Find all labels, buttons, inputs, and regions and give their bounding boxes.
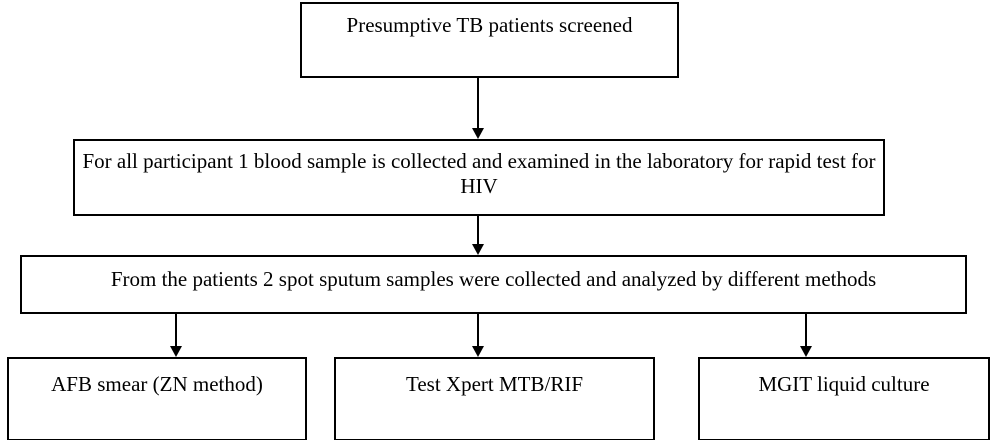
node-label-xpert: Test Xpert MTB/RIF: [405, 372, 584, 396]
arrow-stem: [477, 78, 479, 128]
node-label-screened: Presumptive TB patients screened: [346, 13, 633, 37]
down-arrow-icon: [472, 128, 484, 139]
down-arrow-icon: [472, 244, 484, 255]
flowchart-node-sputum: From the patients 2 spot sputum samples …: [20, 255, 967, 314]
flowchart-node-afb-smear: AFB smear (ZN method): [7, 357, 307, 440]
flowchart-node-screened: Presumptive TB patients screened: [300, 2, 679, 78]
node-label-sputum: From the patients 2 spot sputum samples …: [110, 267, 877, 291]
node-label-blood-hiv: For all participant 1 blood sample is co…: [82, 149, 876, 198]
down-arrow-icon: [800, 346, 812, 357]
node-label-afb-smear: AFB smear (ZN method): [51, 372, 263, 396]
flowchart-node-mgit: MGIT liquid culture: [698, 357, 990, 440]
down-arrow-icon: [472, 346, 484, 357]
flowchart-node-blood-hiv: For all participant 1 blood sample is co…: [73, 139, 885, 216]
down-arrow-icon: [170, 346, 182, 357]
node-label-mgit: MGIT liquid culture: [758, 372, 930, 396]
flowchart-node-xpert: Test Xpert MTB/RIF: [334, 357, 655, 440]
arrow-stem: [477, 216, 479, 244]
arrow-stem: [175, 314, 177, 346]
arrow-stem: [805, 314, 807, 346]
arrow-stem: [477, 314, 479, 346]
